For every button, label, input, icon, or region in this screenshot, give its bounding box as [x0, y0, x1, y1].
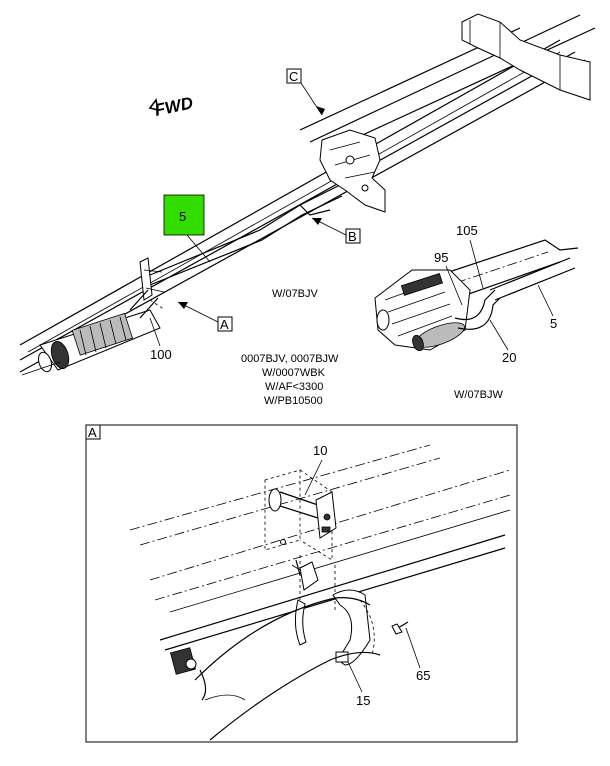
- callout-5-right: 5: [550, 316, 557, 331]
- callout-100: 100: [150, 347, 172, 362]
- view-ref-b-label: B: [348, 229, 357, 244]
- view-ref-a-label: A: [220, 317, 229, 332]
- note-applic-1: 0007BJV, 0007BJW: [241, 353, 339, 365]
- bolt-65: [391, 621, 409, 635]
- crossmember-c: [319, 129, 386, 213]
- hanger-bracket-a: [139, 257, 166, 311]
- sensor-detail: [170, 647, 207, 701]
- exhaust-pipe-detail: [194, 597, 381, 741]
- main-frame-view: FWD 5 C B A 100 W/07B: [19, 13, 596, 407]
- view-ref-b: B: [311, 217, 361, 244]
- view-ref-a: A: [177, 301, 233, 332]
- note-w07bjw: W/07BJW: [454, 389, 504, 401]
- view-ref-c-label: C: [289, 69, 298, 84]
- callout-20: 20: [502, 350, 516, 365]
- callout-10: 10: [313, 443, 327, 458]
- view-ref-c: C: [286, 68, 325, 116]
- secondary-view-w07bjw: 105 95 20 5 W/07BJW: [374, 223, 579, 401]
- callout-65: 65: [416, 668, 430, 683]
- detail-view-a: A 10 15: [85, 424, 518, 743]
- callout-5-label: 5: [179, 209, 186, 224]
- callout-5-highlight: 5: [163, 194, 211, 263]
- note-applic-2: W/0007WBK: [262, 367, 326, 379]
- note-w07bjv: W/07BJV: [272, 288, 319, 300]
- note-applic-3: W/AF<3300: [265, 381, 323, 393]
- forward-label: FWD: [153, 93, 195, 120]
- stud-10: [268, 488, 337, 539]
- callout-105: 105: [456, 223, 478, 238]
- aftertreatment-assembly: [21, 289, 161, 376]
- forward-indicator: FWD: [148, 93, 195, 120]
- callout-15: 15: [356, 693, 370, 708]
- detail-a-label: A: [88, 425, 97, 440]
- callout-95: 95: [434, 250, 448, 265]
- clamp-15: [294, 561, 371, 666]
- note-applic-4: W/PB10500: [264, 395, 323, 407]
